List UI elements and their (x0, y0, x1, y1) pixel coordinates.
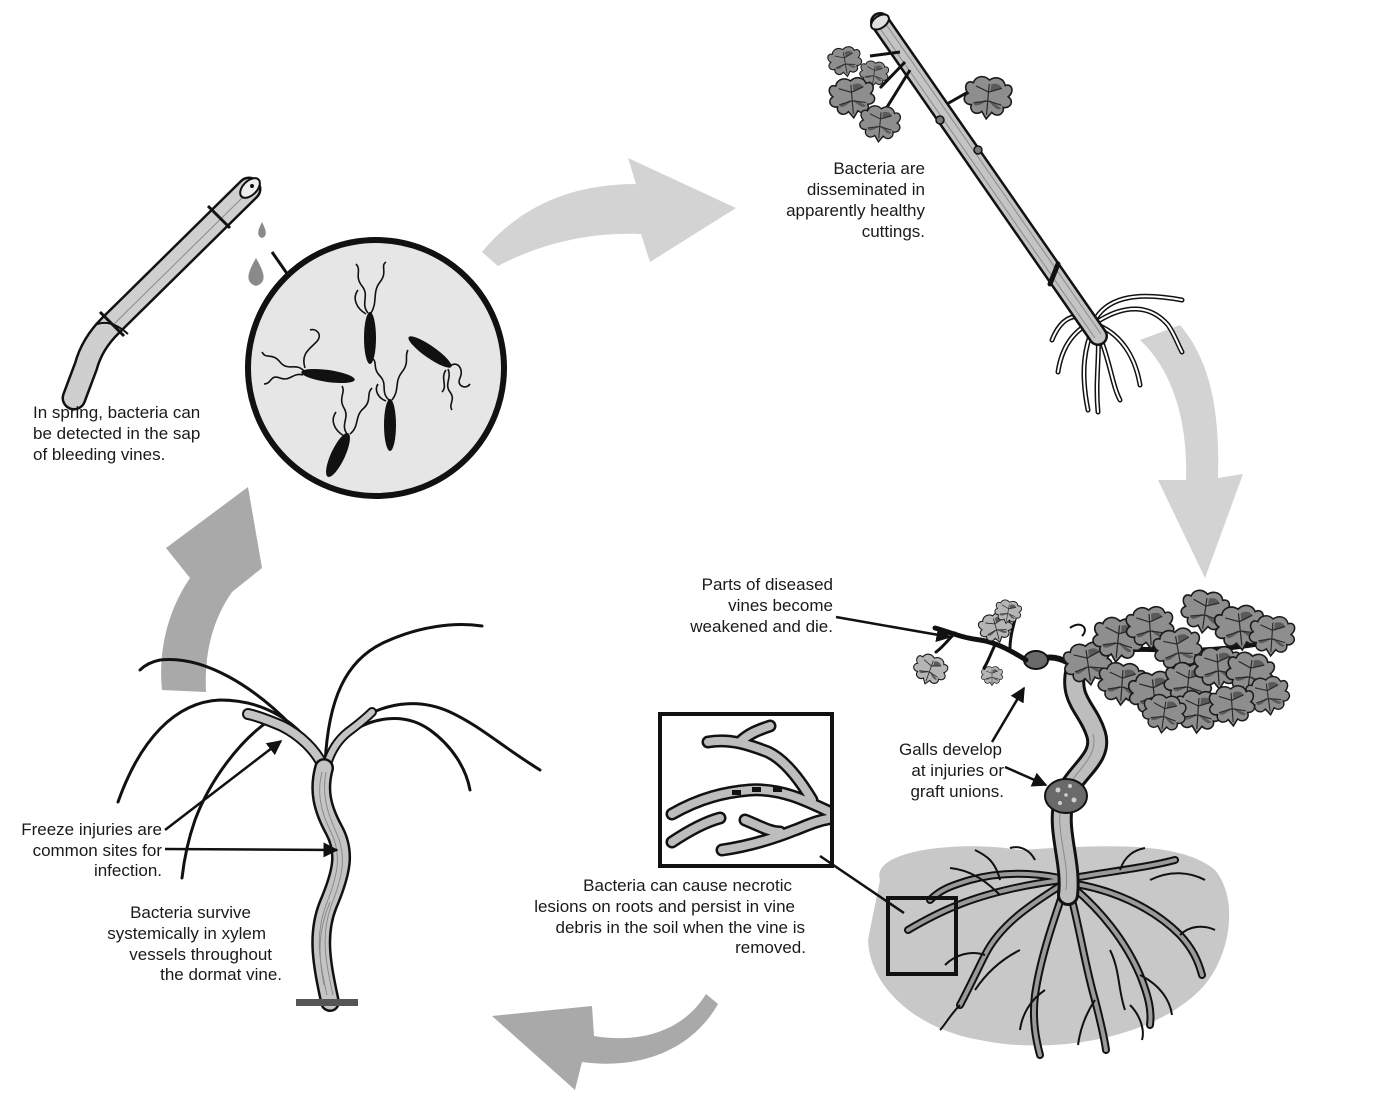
label-weakened: Parts of diseased vines become weakened … (689, 575, 833, 636)
label-line: the dormat vine. (160, 965, 282, 984)
cycle-arrow-bottom (492, 994, 718, 1090)
label-line: apparently healthy (786, 201, 925, 220)
label-line: disseminated in (807, 180, 925, 199)
label-line: infection. (94, 861, 162, 880)
label-line: vessels throughout (129, 945, 272, 964)
cycle-arrow-top (482, 158, 736, 266)
sap-drop-small (258, 222, 266, 238)
label-root-lesions: Bacteria can cause necrotic lesions on r… (534, 876, 806, 957)
label-line: graft unions. (910, 782, 1004, 801)
label-line: debris in the soil when the vine is (556, 918, 805, 937)
label-line: be detected in the sap (33, 424, 200, 443)
trunk-gall (1045, 779, 1087, 813)
cycle-arrow-right (1140, 325, 1243, 578)
withered-leaf (909, 651, 950, 690)
label-line: weakened and die. (689, 617, 833, 636)
bacteria-magnified-circle (248, 240, 504, 496)
label-line: lesions on roots and persist in vine (534, 897, 795, 916)
label-line: common sites for (33, 841, 163, 860)
label-line: at injuries or (911, 761, 1004, 780)
label-line: Galls develop (899, 740, 1002, 759)
dead-shoot (909, 598, 1076, 689)
ground-line (296, 999, 358, 1006)
sap-drop-large (248, 258, 263, 286)
necrotic-lesion (773, 787, 782, 792)
label-line: Bacteria can cause necrotic (583, 876, 792, 895)
label-line: vines become (728, 596, 833, 615)
label-line: removed. (735, 938, 806, 957)
bleeding-pruned-cane (74, 175, 263, 398)
label-cuttings: Bacteria are disseminated in apparently … (786, 159, 925, 241)
necrotic-lesion (732, 790, 741, 795)
label-bacteria-survive: Bacteria survive systemically in xylem v… (107, 903, 282, 984)
label-line: cuttings. (862, 222, 925, 241)
gall-arrow (1005, 767, 1046, 785)
leaf (963, 75, 1014, 121)
freeze-injury-arrow (165, 741, 281, 830)
root-lesion-inset (660, 714, 834, 866)
label-line: Bacteria are (833, 159, 925, 178)
leaf (1248, 615, 1296, 658)
withered-leaf (981, 667, 1002, 686)
necrotic-lesion (752, 787, 761, 792)
freeze-injury-arrow (165, 849, 337, 850)
label-line: Freeze injuries are (21, 820, 162, 839)
label-line: Parts of diseased (702, 575, 833, 594)
label-galls: Galls develop at injuries or graft union… (899, 740, 1004, 801)
leaf (858, 105, 901, 144)
label-line: of bleeding vines. (33, 445, 165, 464)
gall-arrow (992, 688, 1024, 742)
label-spring-sap: In spring, bacteria can be detected in t… (33, 403, 200, 464)
label-freeze-injuries: Freeze injuries are common sites for inf… (21, 820, 162, 880)
label-line: systemically in xylem (107, 924, 266, 943)
label-line: Bacteria survive (130, 903, 251, 922)
leaf (826, 45, 864, 80)
label-line: In spring, bacteria can (33, 403, 200, 422)
